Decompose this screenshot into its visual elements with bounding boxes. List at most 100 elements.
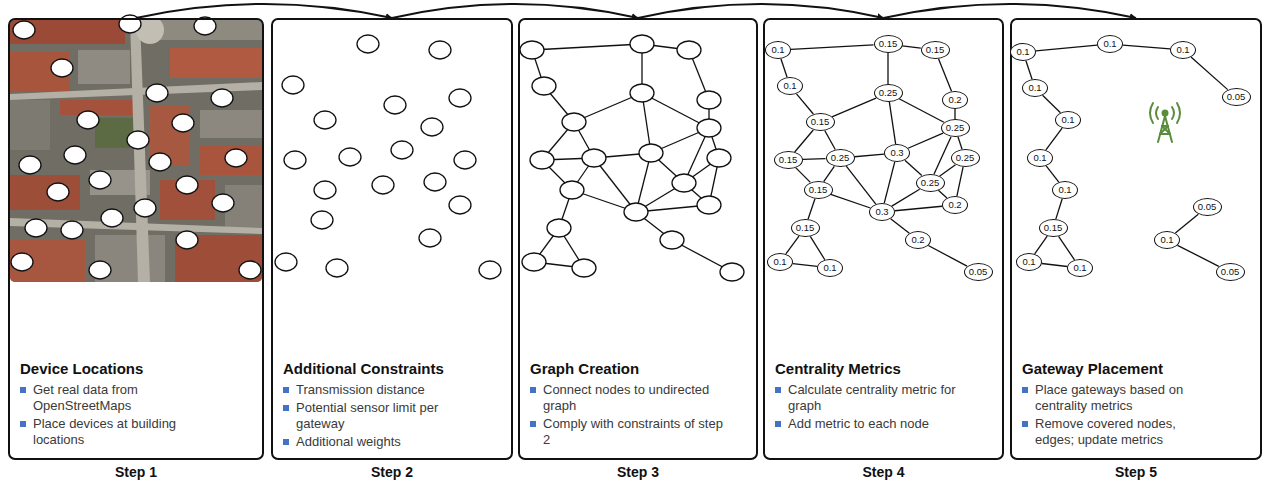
map-ground: [10, 20, 262, 282]
metric-node: 0.25: [951, 149, 980, 167]
metric-value: 0.05: [1198, 202, 1217, 212]
step-arrow: [136, 4, 392, 18]
device-circle: [176, 231, 198, 249]
device-circle: [146, 84, 168, 102]
roof: [170, 48, 262, 78]
bullet-row: Place gateways based on centrality metri…: [1022, 382, 1217, 414]
step-label: Step 5: [1012, 464, 1260, 480]
device-circle: [127, 131, 149, 149]
device-circle: [239, 261, 261, 279]
metric-value: 0.1: [1022, 257, 1035, 267]
metric-value: 0.1: [783, 81, 796, 91]
graph-edge: [887, 53, 888, 84]
device-circle: [211, 89, 233, 107]
graph-edge: [1175, 214, 1198, 233]
metric-value: 0.25: [831, 153, 850, 163]
bullet-row: Transmission distance: [283, 382, 478, 398]
device-circle: [720, 263, 744, 281]
step-label: Step 1: [10, 464, 262, 480]
step-panel: Graph CreationConnect nodes to undirecte…: [518, 18, 758, 460]
metric-node: 0.05: [1222, 88, 1251, 106]
metric-node: 0.1: [1097, 35, 1123, 53]
metric-node: 0.05: [964, 263, 993, 281]
bullet-marker: [530, 387, 536, 393]
device-circle: [582, 149, 606, 167]
metric-value: 0.1: [1073, 263, 1086, 273]
graph-edge: [1056, 199, 1062, 219]
device-circle: [660, 231, 684, 249]
graph-edge: [958, 137, 962, 149]
signal-wave: [1172, 107, 1174, 119]
metric-value: 0.1: [1028, 83, 1041, 93]
device-circle: [89, 171, 111, 189]
metric-value: 0.3: [890, 148, 903, 158]
signal-wave: [1177, 103, 1180, 123]
bullet-marker: [530, 421, 536, 427]
tower-top: [1163, 111, 1168, 116]
metric-value: 0.1: [1033, 153, 1046, 163]
graph-edge: [854, 154, 884, 157]
device-circle: [697, 91, 721, 109]
metric-value: 0.15: [879, 39, 898, 49]
step-label: Step 2: [273, 464, 511, 480]
device-circle: [630, 35, 654, 53]
graph-edge: [832, 98, 876, 117]
panel-text: Centrality MetricsCalculate centrality m…: [775, 360, 970, 434]
graph-edge: [884, 162, 894, 203]
device-circle: [697, 196, 721, 214]
graph-edge: [781, 59, 787, 77]
metric-value: 0.15: [796, 223, 815, 233]
device-circle: [421, 118, 443, 136]
panel-text: Gateway PlacementPlace gateways based on…: [1022, 360, 1217, 450]
metric-value: 0.1: [773, 257, 786, 267]
graph-edge: [810, 236, 825, 259]
metric-value: 0.1: [823, 263, 836, 273]
graph-edge: [1059, 236, 1075, 260]
device-circle: [624, 203, 648, 221]
metric-value: 0.1: [1103, 39, 1116, 49]
metric-node: 0.1: [767, 253, 793, 271]
metric-node: 0.3: [884, 144, 910, 162]
graph-edge: [796, 168, 811, 183]
bullet-text: Potential sensor limit per gateway: [296, 400, 478, 432]
device-circle: [357, 35, 379, 53]
metric-node: 0.2: [905, 231, 931, 249]
device-circle: [384, 96, 406, 114]
metric-value: 0.05: [969, 267, 988, 277]
roof: [10, 175, 80, 210]
metric-node: 0.25: [941, 119, 970, 137]
graph-edge: [802, 158, 825, 160]
device-circle: [532, 77, 556, 95]
metric-node: 0.1: [1010, 43, 1036, 61]
metric-node: 0.1: [1170, 41, 1196, 59]
device-circle: [101, 209, 123, 227]
panel-title: Gateway Placement: [1022, 360, 1217, 377]
graph-edge: [824, 166, 835, 181]
bullet-marker: [20, 421, 26, 427]
bullet-row: Calculate centrality metric for graph: [775, 382, 970, 414]
metric-value: 0.1: [1160, 235, 1173, 245]
step-panel: Centrality MetricsCalculate centrality m…: [763, 18, 1004, 460]
device-circle: [454, 151, 476, 169]
metric-value: 0.05: [1221, 267, 1240, 277]
signal-wave: [1150, 103, 1153, 123]
roof: [10, 20, 125, 44]
device-circle: [51, 59, 73, 77]
graph-edge: [940, 165, 956, 176]
graph-edge: [899, 99, 944, 122]
metric-value: 0.2: [911, 235, 924, 245]
device-circle: [424, 173, 446, 191]
graph-edge: [846, 166, 876, 204]
bullet-text: Connect nodes to undirected graph: [543, 382, 725, 414]
metric-value: 0.15: [1044, 223, 1063, 233]
roof: [200, 110, 262, 138]
device-circle: [391, 141, 413, 159]
bullet-marker: [283, 387, 289, 393]
graph-edge: [793, 264, 817, 267]
graph-edge: [808, 199, 815, 219]
metric-value: 0.2: [948, 95, 961, 105]
device-circle: [677, 41, 701, 59]
graph-edge: [934, 137, 951, 175]
bullet-marker: [1022, 387, 1028, 393]
device-circle: [89, 261, 111, 279]
